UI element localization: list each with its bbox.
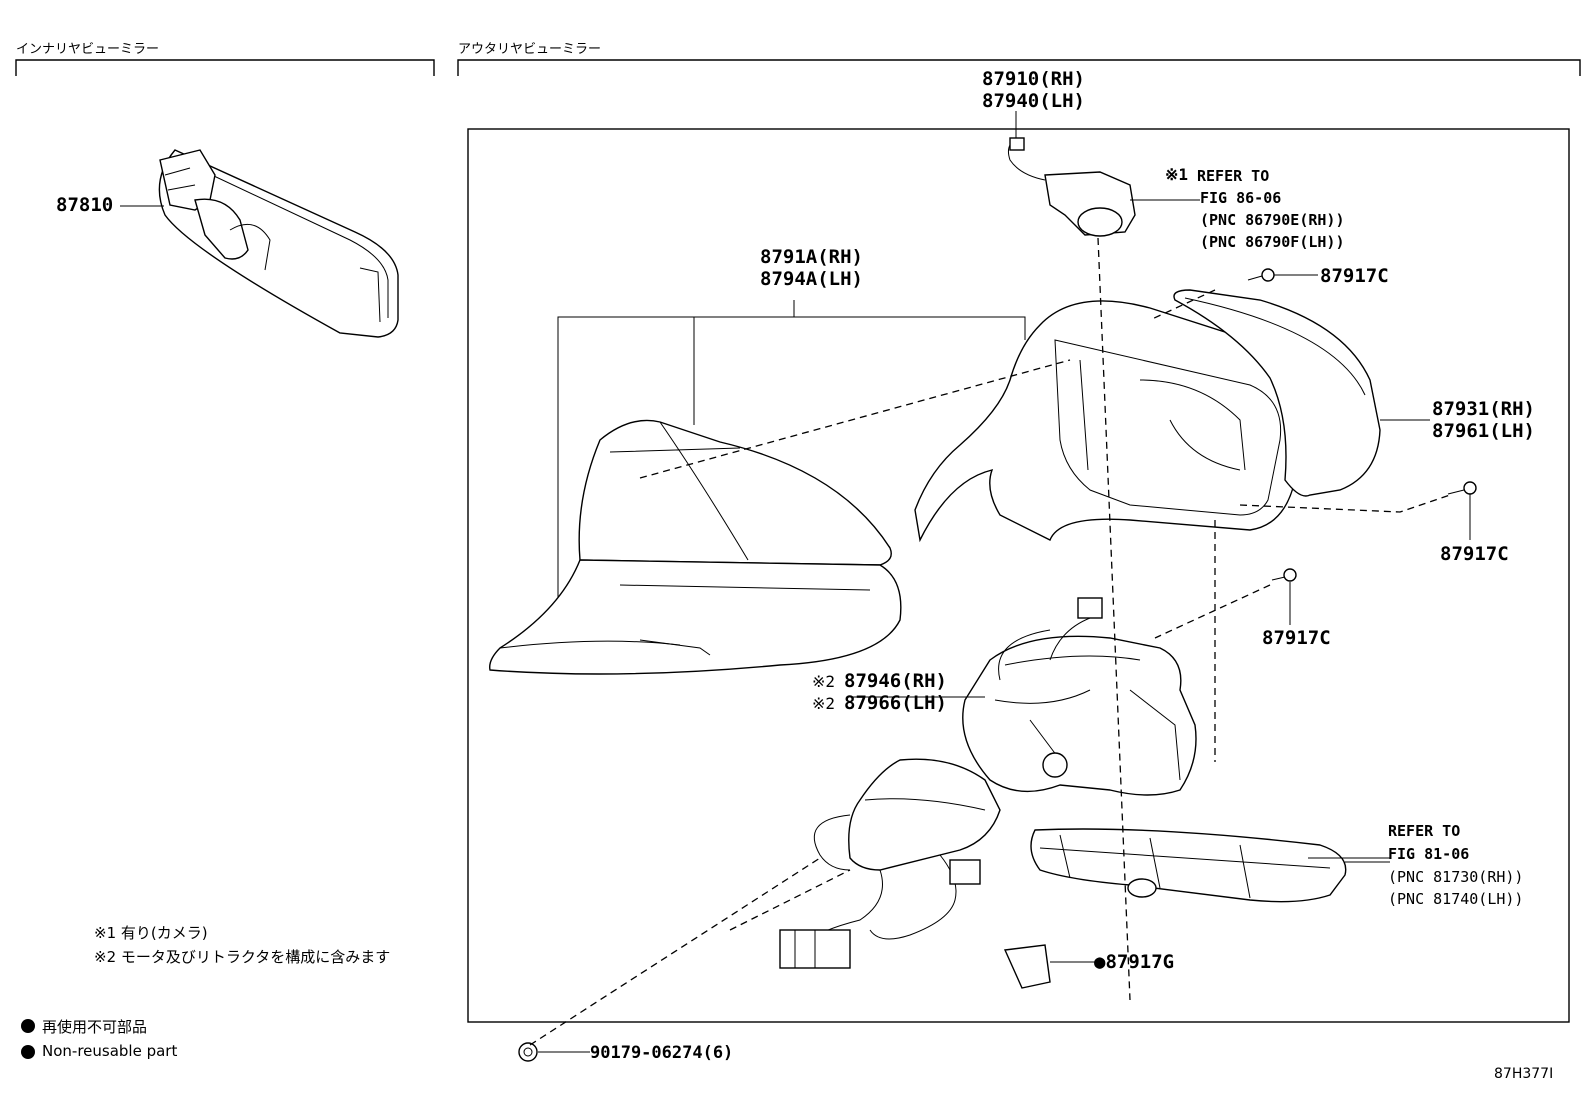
part-label-8794A[interactable]: 8794A(LH): [760, 268, 863, 290]
camera-ref-line4: (PNC 86790F(LH)): [1200, 233, 1345, 251]
part-label-87931[interactable]: 87931(RH): [1432, 398, 1535, 420]
clip-illustration: [518, 1042, 590, 1062]
camera-ref-line3: (PNC 86790E(RH)): [1200, 211, 1345, 229]
part-label-87917c-top[interactable]: 87917C: [1320, 265, 1389, 287]
part-label-8791A[interactable]: 8791A(RH): [760, 246, 863, 268]
camera-ref-line1: REFER TO: [1197, 167, 1270, 185]
note-motor: ※2 モータ及びリトラクタを構成に含みます: [94, 948, 391, 966]
lamp-ref-line2: FIG 81-06: [1388, 845, 1470, 863]
part-label-87810[interactable]: 87810: [56, 194, 114, 216]
section-title-inner-mirror: インナリヤビューミラー: [16, 42, 160, 57]
lamp-ref-line1: REFER TO: [1388, 822, 1461, 840]
part-label-87961[interactable]: 87961(LH): [1432, 420, 1535, 442]
legend-bullet-2: [21, 1045, 35, 1059]
mirror-motor-illustration: [962, 597, 1197, 796]
inner-mirror-bracket: [15, 59, 435, 76]
leader-lines: [852, 696, 1390, 859]
mirror-glass-illustration: [1173, 289, 1430, 497]
part-label-90179[interactable]: 90179-06274(6): [590, 1043, 734, 1063]
note-camera: ※1 有り(カメラ): [94, 924, 208, 942]
camera-ref-mark: ※1: [1165, 165, 1189, 184]
gasket-illustration: [1003, 944, 1095, 989]
turn-lamp-illustration: [1030, 828, 1390, 903]
legend-non-reusable-en: Non-reusable part: [42, 1042, 178, 1060]
section-title-outer-mirror: アウタリヤビューミラー: [458, 42, 602, 57]
legend-non-reusable-jp: 再使用不可部品: [42, 1018, 148, 1036]
mirror-cover-illustration: [489, 300, 1026, 675]
part-label-87910[interactable]: 87910(RH): [982, 68, 1085, 90]
lamp-ref-line4: (PNC 81740(LH)): [1388, 890, 1524, 908]
screw-illustrations: [1247, 268, 1477, 625]
outer-mirror-bracket: [457, 59, 1581, 76]
legend-bullet-1: [21, 1019, 35, 1033]
part-label-87946[interactable]: 87946(RH): [844, 670, 947, 692]
assembly-dashed-lines: [529, 237, 1451, 1046]
part-label-87917c-right[interactable]: 87917C: [1440, 543, 1509, 565]
camera-illustration: [1008, 111, 1200, 237]
part-label-87917g[interactable]: ●87917G: [1094, 951, 1175, 973]
lamp-ref-line3: (PNC 81730(RH)): [1388, 868, 1524, 886]
figure-code: 87H377I: [1494, 1066, 1554, 1082]
camera-ref-line2: FIG 86-06: [1200, 189, 1282, 207]
inner-mirror-illustration: [120, 149, 399, 338]
part-label-87940[interactable]: 87940(LH): [982, 90, 1085, 112]
part-label-87966[interactable]: 87966(LH): [844, 692, 947, 714]
mirror-base-illustration: [779, 758, 1001, 969]
motor-ref-mark-lh: ※2: [812, 694, 836, 713]
motor-ref-mark-rh: ※2: [812, 672, 836, 691]
part-label-87917c-middle[interactable]: 87917C: [1262, 627, 1331, 649]
assembly-frame: [467, 128, 1570, 1023]
